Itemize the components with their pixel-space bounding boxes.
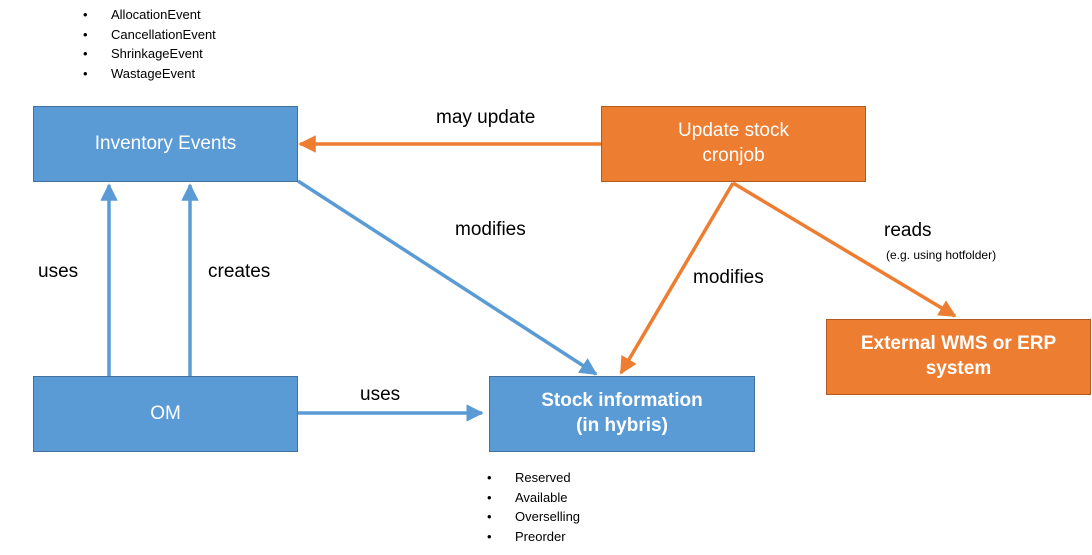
event-types-list: AllocationEvent CancellationEvent Shrink… [83, 5, 216, 83]
may-update-label: may update [436, 107, 536, 128]
update-stock-cronjob-box: Update stock cronjob [601, 106, 866, 182]
list-item: WastageEvent [83, 64, 216, 84]
reads-label: reads [884, 220, 932, 241]
list-item: ShrinkageEvent [83, 44, 216, 64]
stock-information-box: Stock information (in hybris) [489, 376, 755, 452]
stock-states-list: Reserved Available Overselling Preorder [487, 468, 580, 546]
list-item: CancellationEvent [83, 25, 216, 45]
cronjob-modifies-label: modifies [693, 267, 764, 288]
events-modifies-stock-arrow [297, 179, 598, 376]
om-uses-events-label: uses [38, 261, 79, 282]
list-item: Overselling [487, 507, 580, 527]
list-item: Reserved [487, 468, 580, 488]
om-uses-stock-label: uses [360, 384, 401, 405]
om-box: OM [33, 376, 298, 452]
cronjob-reads-external-arrow [732, 181, 957, 318]
reads-note: (e.g. using hotfolder) [886, 248, 997, 262]
stock-information-label: Stock information (in hybris) [541, 390, 703, 436]
list-item: Preorder [487, 527, 580, 547]
om-label: OM [150, 402, 181, 424]
list-item: Available [487, 488, 580, 508]
external-wms-erp-box: External WMS or ERP system [826, 319, 1091, 395]
creates-label: creates [208, 261, 271, 282]
events-modifies-label: modifies [455, 219, 526, 240]
inventory-events-label: Inventory Events [94, 132, 237, 154]
update-stock-cronjob-label: Update stock cronjob [678, 120, 789, 166]
inventory-events-box: Inventory Events [33, 106, 298, 182]
cronjob-modifies-stock-arrow [619, 182, 735, 375]
list-item: AllocationEvent [83, 5, 216, 25]
external-wms-erp-label: External WMS or ERP system [860, 333, 1057, 379]
